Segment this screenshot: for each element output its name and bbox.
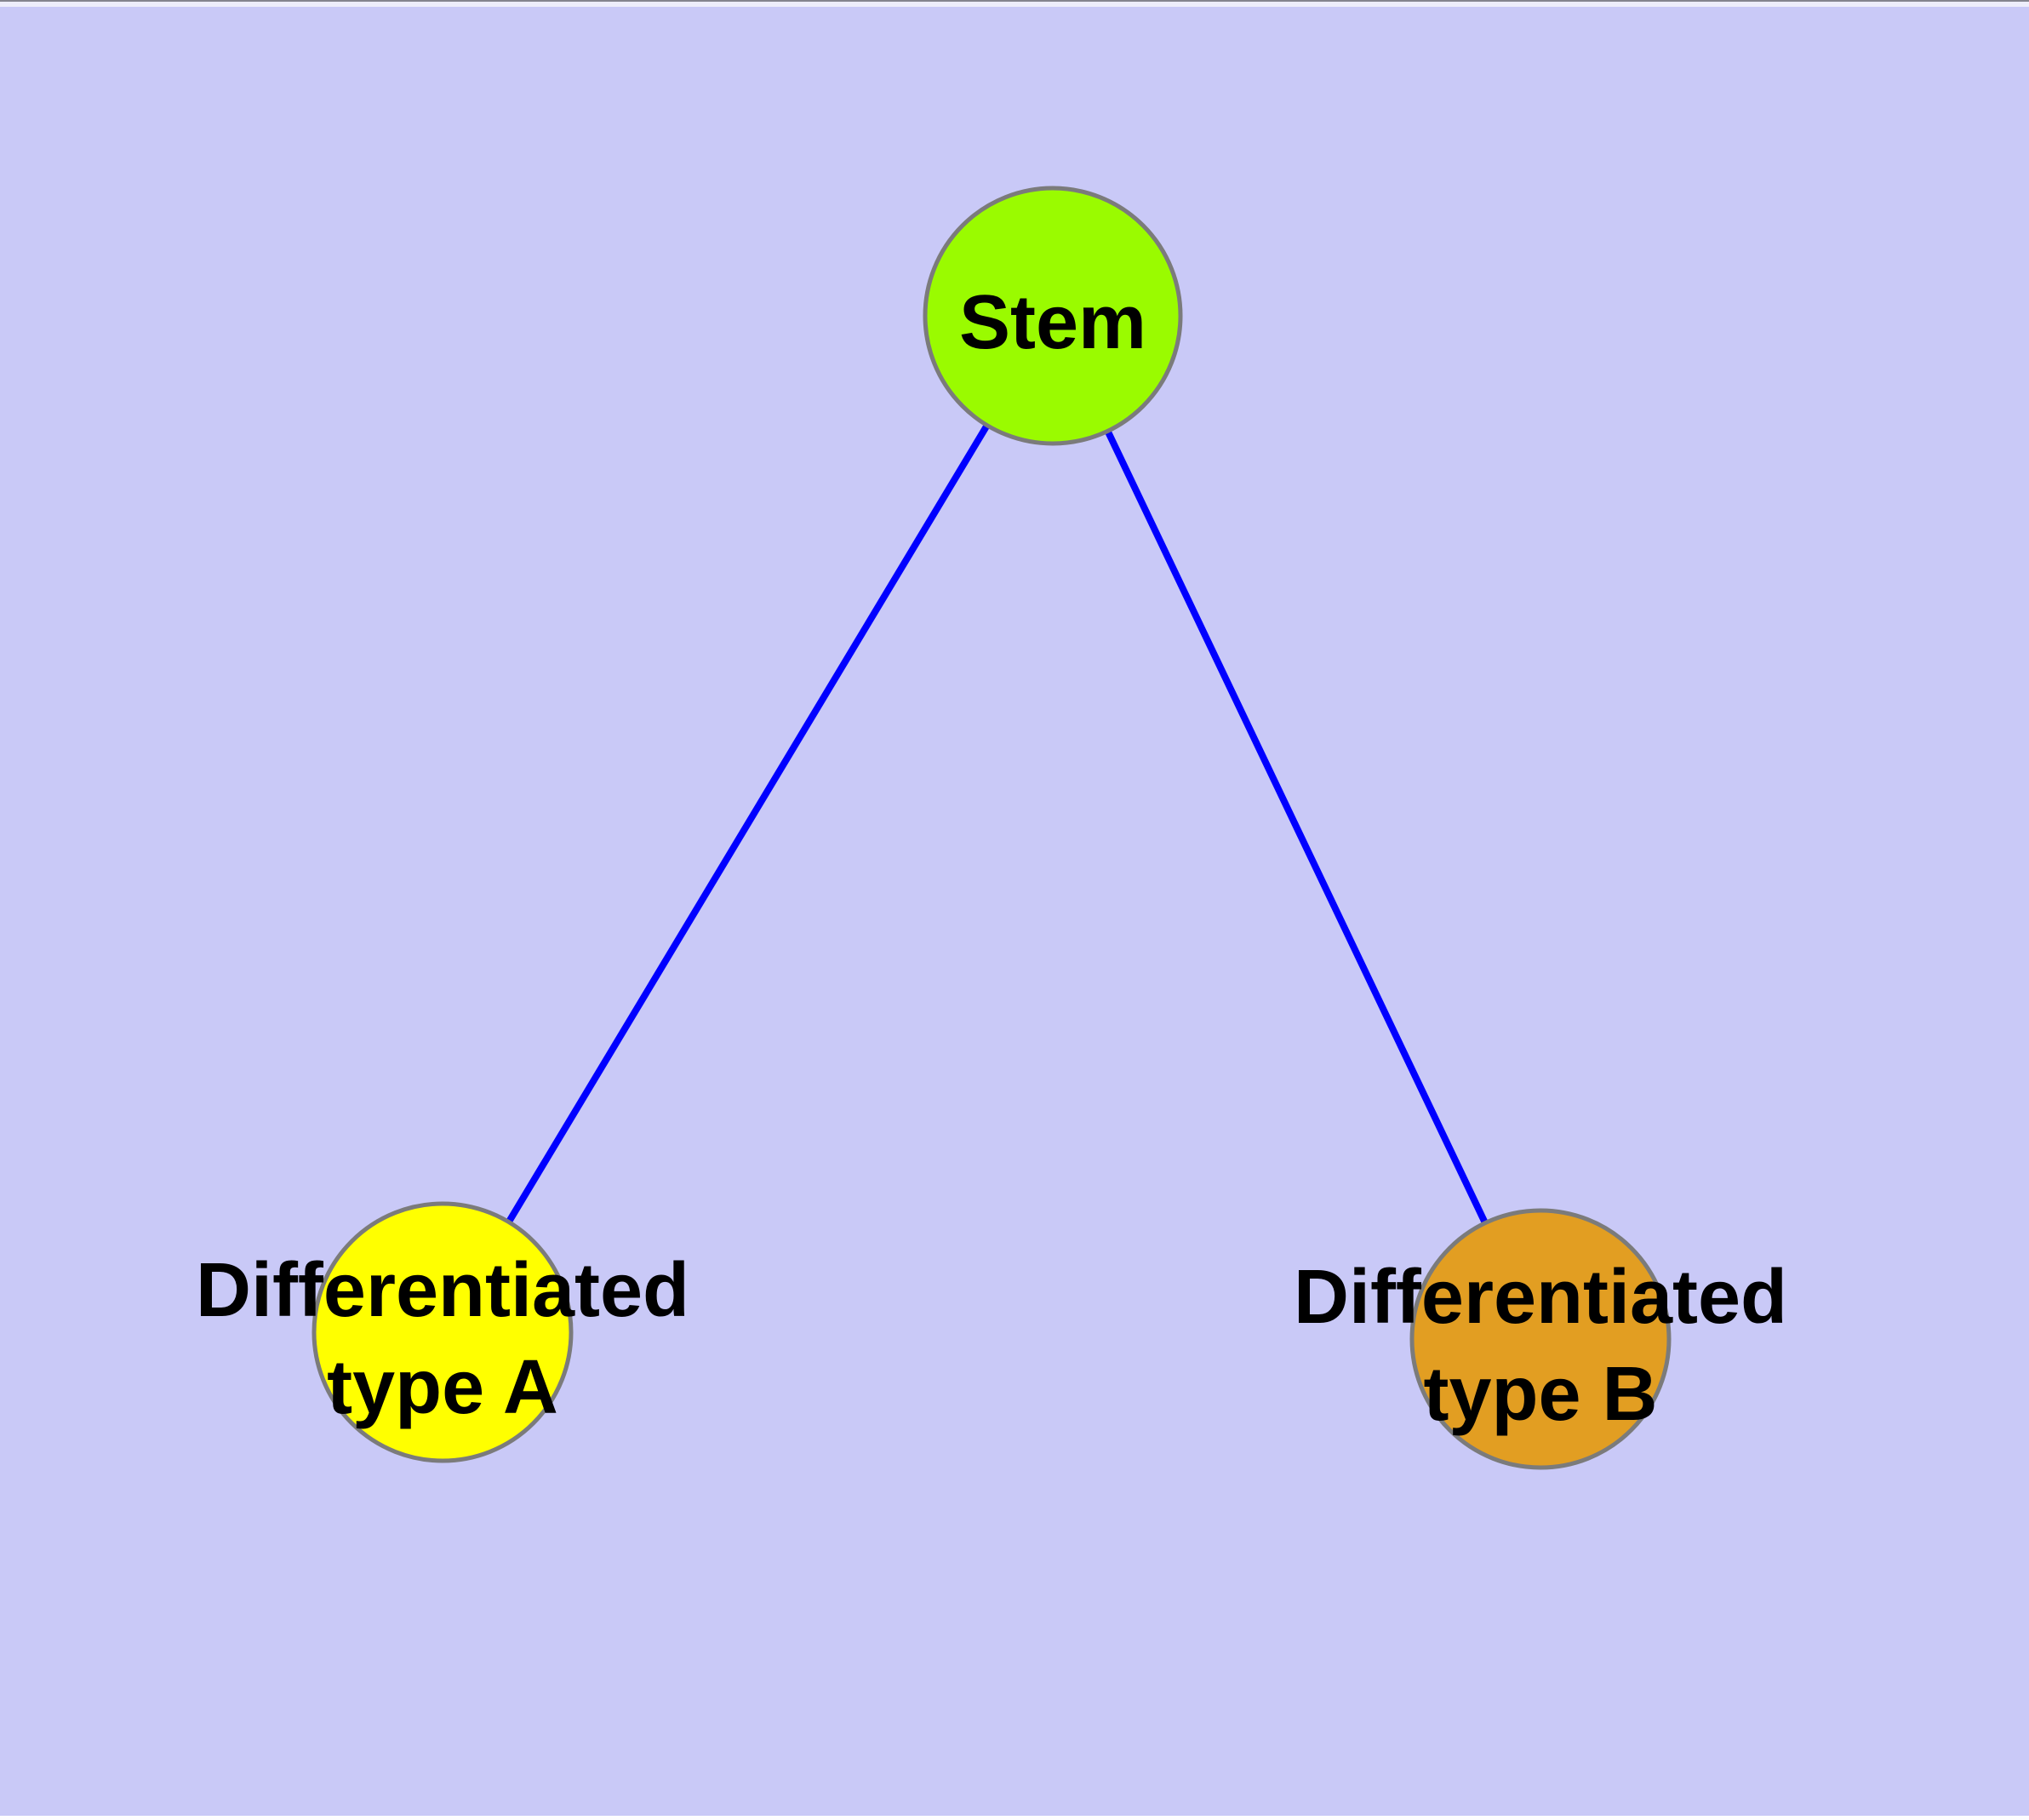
node-diff-a-circle — [311, 1201, 574, 1463]
top-border-line — [0, 0, 2029, 2]
node-stem-label: Stem — [959, 280, 1146, 365]
node-stem-label-line-1: Stem — [959, 280, 1146, 365]
top-light-band — [0, 2, 2029, 7]
node-stem-circle — [923, 186, 1183, 446]
node-diff-b-circle — [1409, 1208, 1672, 1470]
node-diff-b-label-line-1: Differentiated — [1294, 1255, 1787, 1340]
node-diff-b-label: Differentiated type B — [1294, 1255, 1787, 1437]
node-diff-a-label-line-1: Differentiated — [196, 1248, 689, 1333]
bottom-light-band — [0, 1816, 2029, 1820]
node-diff-b-label-line-2: type B — [1423, 1352, 1657, 1437]
edge-stem-to-diff-a — [439, 313, 1056, 1335]
node-diff-a-label: Differentiated type A — [196, 1248, 689, 1430]
node-diff-a-label-line-2: type A — [327, 1345, 558, 1430]
edge-stem-to-diff-b — [1049, 314, 1544, 1341]
